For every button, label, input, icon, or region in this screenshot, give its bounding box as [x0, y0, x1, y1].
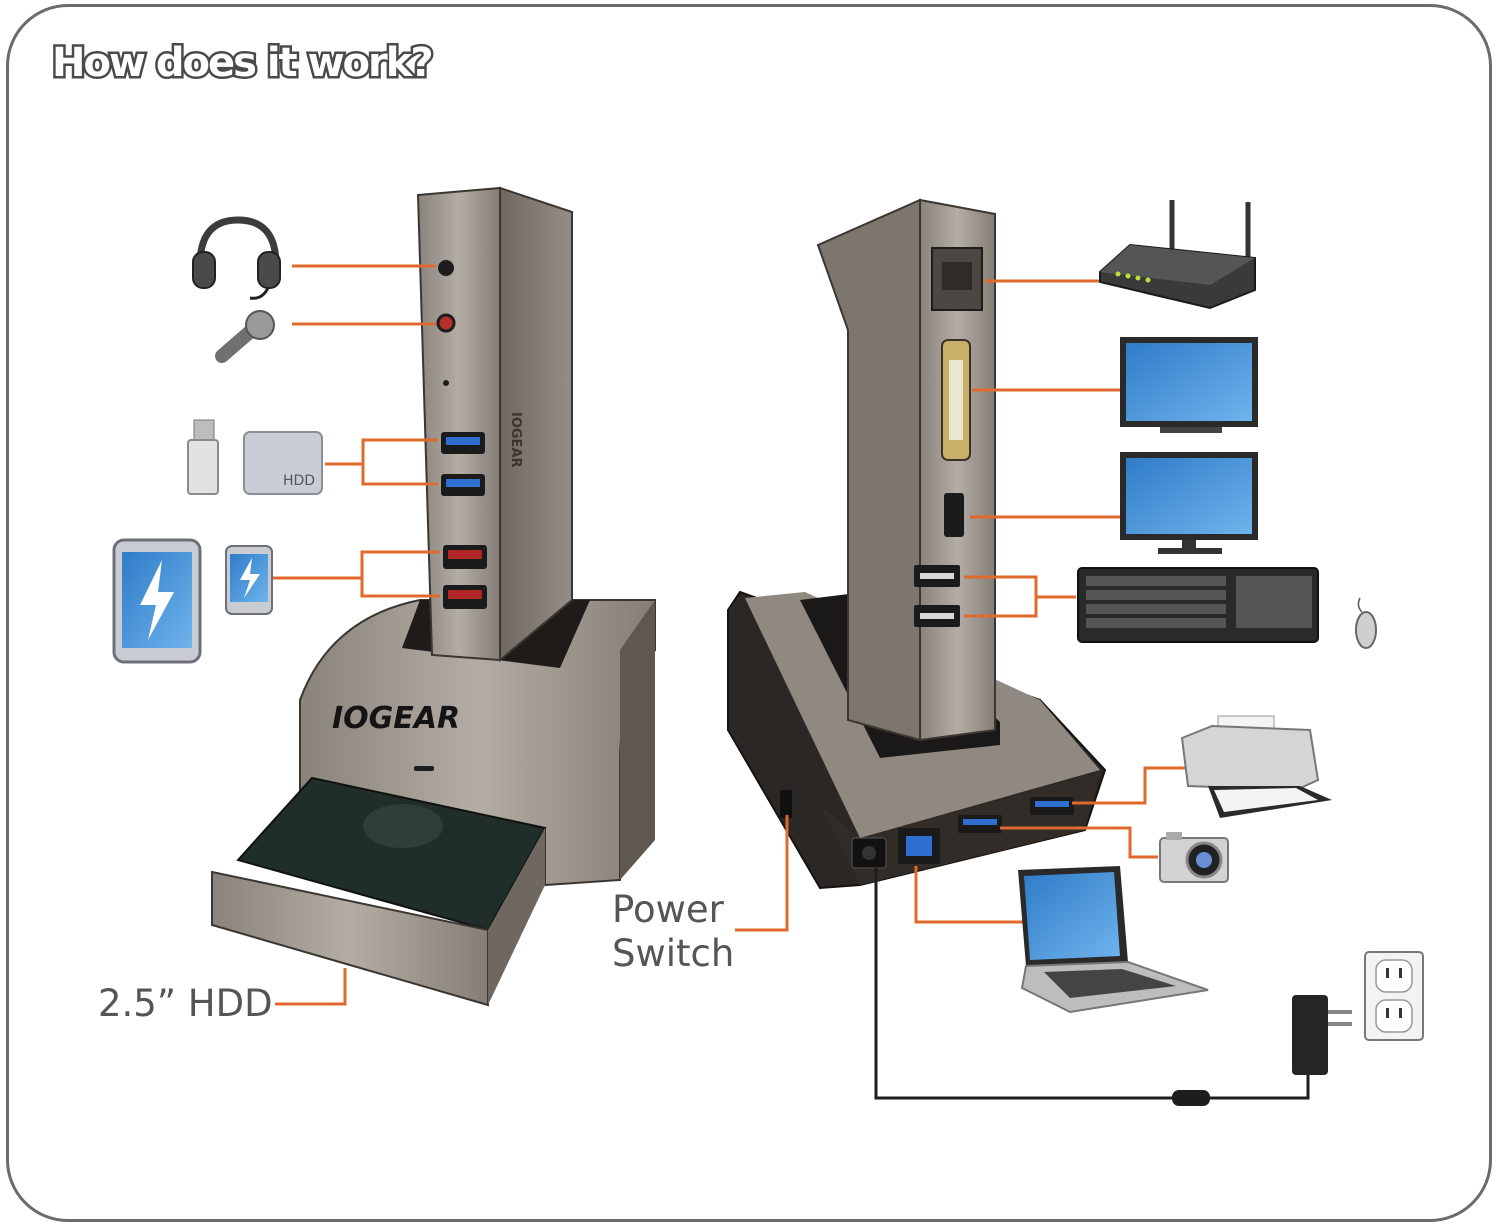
- brand-logo-tower: IOGEAR: [508, 412, 523, 468]
- phone-icon: [225, 545, 273, 615]
- connector-lines: [272, 264, 1190, 1006]
- ethernet-port: [931, 247, 983, 311]
- front-dock: [211, 186, 656, 1007]
- router-icon: [1099, 200, 1256, 310]
- line-printer: [1072, 766, 1190, 805]
- printer-icon: [1180, 715, 1332, 818]
- line-hdd-bay: [275, 968, 347, 1006]
- usb-stick-icon: [187, 419, 219, 495]
- power-cable: [874, 868, 1310, 1100]
- monitor-icon: [1120, 337, 1258, 433]
- wall-outlet-icon: [1364, 951, 1424, 1041]
- hdd-bay-label: 2.5” HDD: [98, 982, 273, 1025]
- laptop-icon: [1018, 866, 1209, 1014]
- line-camera: [1000, 826, 1158, 859]
- line-power-switch: [735, 815, 789, 932]
- line-laptop: [914, 866, 1030, 924]
- hdd-icon: [243, 431, 323, 495]
- camera-icon: [1159, 832, 1229, 883]
- mic-jack: [436, 313, 456, 333]
- hdd-icon-label: HDD: [283, 473, 315, 489]
- power-switch[interactable]: [780, 790, 792, 818]
- line-charge-b: [360, 578, 440, 598]
- power-switch-label: Power Switch: [612, 888, 734, 976]
- mouse-icon: [1355, 597, 1377, 649]
- power-switch-label-line2: Switch: [612, 932, 735, 975]
- rear-dock: [727, 198, 1107, 890]
- monitor-icon-2: [1120, 452, 1258, 554]
- brand-logo-front: IOGEAR: [332, 701, 460, 736]
- tablet-icon: [112, 538, 202, 664]
- power-adapter-icon: [1292, 995, 1352, 1075]
- microphone-icon: [215, 310, 275, 363]
- line-charge-a: [272, 550, 440, 580]
- power-switch-label-line1: Power: [612, 888, 724, 931]
- page-title: How does it work?: [50, 38, 437, 89]
- line-usb3-b: [361, 464, 438, 486]
- cable-ferrite: [1172, 1090, 1210, 1106]
- hdmi-port: [944, 493, 964, 537]
- keyboard-icon: [1077, 567, 1319, 643]
- line-usb3-a: [325, 438, 438, 466]
- headset-icon: [192, 216, 281, 300]
- headphone-jack: [438, 260, 454, 276]
